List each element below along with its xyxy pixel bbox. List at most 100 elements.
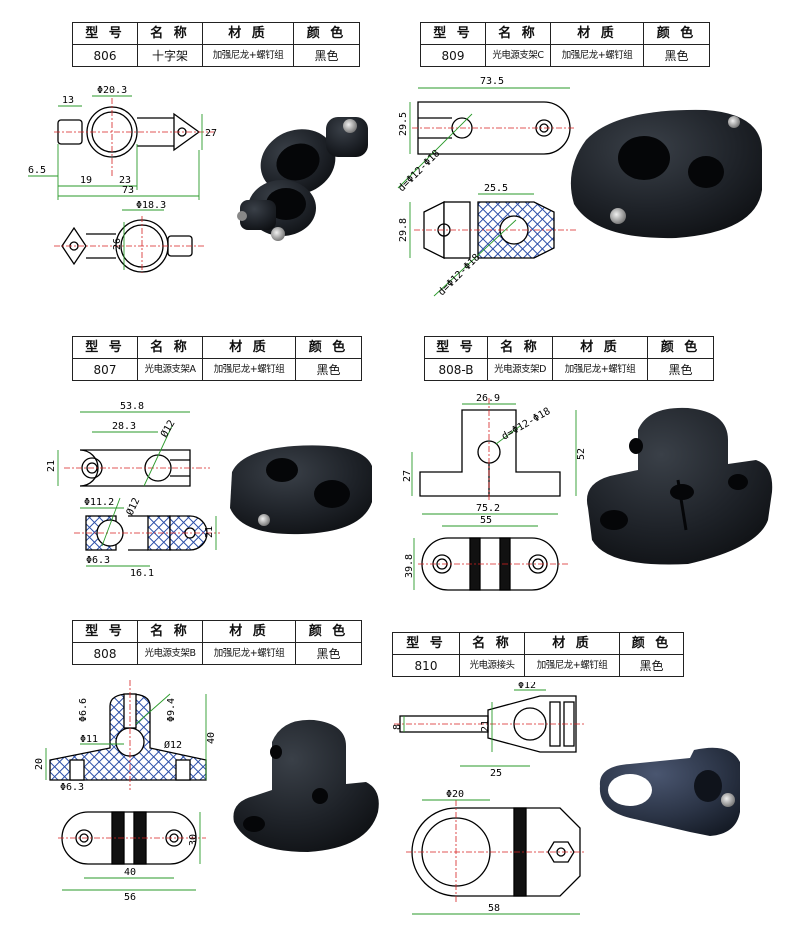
dim-6-5: 6.5 (28, 165, 46, 176)
dim-phi20: Φ20 (446, 789, 464, 800)
dim-21-a: 21 (46, 460, 57, 472)
dim-range-2: d=Φ12-Φ18 (436, 252, 482, 298)
dim-bot-phi: Φ18.3 (136, 200, 166, 211)
header-material: 材 质 (552, 336, 648, 359)
header-name: 名 称 (137, 620, 203, 643)
model-value: 808-B (424, 358, 488, 381)
dim-range-1: d=Φ12-Φ18 (396, 148, 442, 194)
dim-53-8: 53.8 (120, 401, 144, 412)
dim-phi9-4: Φ9.4 (166, 698, 177, 722)
header-name: 名 称 (485, 22, 551, 45)
product-image-807 (222, 436, 382, 550)
dim-20: 20 (34, 758, 45, 770)
dim-25-5: 25.5 (484, 183, 508, 194)
header-model: 型 号 (72, 22, 138, 45)
dim-range: d=Φ12-Φ18 (500, 406, 552, 443)
dim-56: 56 (124, 892, 136, 902)
header-material: 材 质 (202, 22, 294, 45)
dim-55: 55 (480, 515, 492, 526)
header-material: 材 质 (550, 22, 644, 45)
dim-phi12-a: Ø12 (158, 418, 177, 440)
product-image-809 (556, 100, 776, 254)
drawing-810: Φ12 8 21 25 Φ20 58 (390, 682, 590, 922)
color-value: 黑色 (619, 654, 684, 677)
drawing-807: 53.8 28.3 Ø12 21 Φ11.2 Ø12 21 Φ6.3 16.1 (40, 398, 230, 578)
color-value: 黑色 (293, 44, 360, 67)
header-name: 名 称 (459, 632, 525, 655)
name-value: 光电源支架C (485, 44, 551, 67)
dim-19: 19 (80, 175, 92, 186)
dim-8: 8 (392, 724, 403, 730)
dim-29-8: 29.8 (398, 218, 409, 242)
header-color: 颜 色 (295, 620, 362, 643)
product-image-810 (590, 740, 790, 854)
dim-29-5: 29.5 (398, 112, 409, 136)
name-value: 光电源支架A (137, 358, 203, 381)
color-value: 黑色 (295, 358, 362, 381)
drawing-808: Φ6.6 Φ9.4 Φ11 Ø12 40 20 Φ6.3 30 40 56 (20, 672, 220, 902)
material-value: 加强尼龙+螺钉组 (202, 358, 296, 381)
name-value: 十字架 (137, 44, 203, 67)
dim-40-b: 40 (124, 867, 136, 878)
dim-phi6-3: Φ6.3 (86, 555, 110, 566)
dim-27: 27 (402, 470, 413, 482)
header-material: 材 质 (524, 632, 620, 655)
product-image-808b (578, 400, 778, 582)
section-view (49, 693, 207, 781)
dim-13: 13 (62, 95, 74, 106)
dim-26: 26 (112, 238, 123, 250)
dim-phi12: Φ12 (518, 682, 536, 691)
header-color: 颜 色 (295, 336, 362, 359)
material-value: 加强尼龙+螺钉组 (202, 44, 294, 67)
dim-52: 52 (576, 448, 587, 460)
header-color: 颜 色 (619, 632, 684, 655)
dim-25: 25 (490, 768, 502, 779)
model-value: 809 (420, 44, 486, 67)
dim-28-3: 28.3 (112, 421, 136, 432)
header-model: 型 号 (72, 336, 138, 359)
header-color: 颜 色 (293, 22, 360, 45)
product-image-808 (228, 712, 388, 866)
dim-75-2: 75.2 (476, 503, 500, 514)
dim-phi11: Φ11 (80, 734, 98, 745)
material-value: 加强尼龙+螺钉组 (202, 642, 296, 665)
drawing-806: Φ20.3 13 27 6.5 19 23 73 Φ18.3 26 (24, 78, 224, 273)
model-value: 807 (72, 358, 138, 381)
dim-73-5: 73.5 (480, 76, 504, 87)
product-image-806 (226, 112, 386, 256)
header-model: 型 号 (420, 22, 486, 45)
dim-39-8: 39.8 (404, 554, 415, 578)
dim-30: 30 (188, 834, 199, 846)
header-model: 型 号 (424, 336, 488, 359)
color-value: 黑色 (647, 358, 714, 381)
header-name: 名 称 (137, 336, 203, 359)
model-value: 808 (72, 642, 138, 665)
material-value: 加强尼龙+螺钉组 (552, 358, 648, 381)
dim-phi12: Ø12 (164, 739, 182, 751)
model-value: 806 (72, 44, 138, 67)
dim-58: 58 (488, 903, 500, 914)
drawing-808b: 26.9 d=Φ12-Φ18 27 52 75.2 55 39.8 (400, 390, 590, 610)
drawing-809: 73.5 29.5 d=Φ12-Φ18 25.5 29.8 d=Φ12-Φ18 (384, 70, 584, 300)
dim-phi6-6: Φ6.6 (78, 698, 89, 722)
dim-16-1: 16.1 (130, 568, 154, 578)
dim-21: 21 (480, 720, 491, 732)
header-name: 名 称 (487, 336, 553, 359)
dim-21-b: 21 (204, 526, 215, 538)
header-material: 材 质 (202, 620, 296, 643)
name-value: 光电源支架D (487, 358, 553, 381)
model-value: 810 (392, 654, 460, 677)
name-value: 光电源支架B (137, 642, 203, 665)
dim-40: 40 (206, 732, 217, 744)
header-model: 型 号 (72, 620, 138, 643)
header-name: 名 称 (137, 22, 203, 45)
color-value: 黑色 (295, 642, 362, 665)
header-color: 颜 色 (647, 336, 714, 359)
header-model: 型 号 (392, 632, 460, 655)
